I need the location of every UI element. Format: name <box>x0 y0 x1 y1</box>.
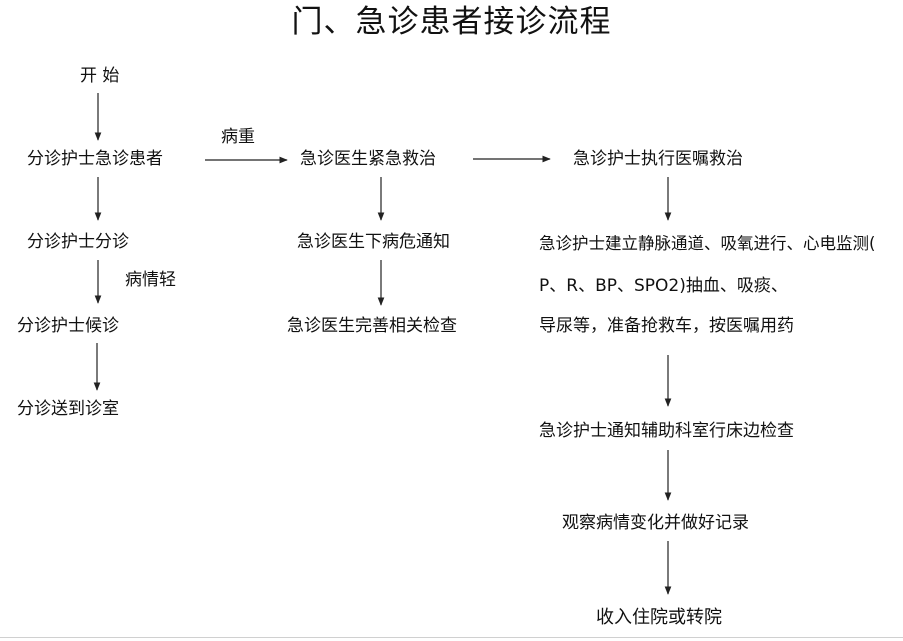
node-complete-exams: 急诊医生完善相关检查 <box>287 316 457 336</box>
node-start: 开 始 <box>80 66 120 86</box>
node-triage-emergency: 分诊护士急诊患者 <box>27 149 163 169</box>
edge-label-severe: 病重 <box>221 127 255 147</box>
node-triage: 分诊护士分诊 <box>27 232 129 252</box>
node-nurse-care-line3: 导尿等，准备抢救车，按医嘱用药 <box>539 316 794 336</box>
node-doctor-rescue: 急诊医生紧急救治 <box>300 149 436 169</box>
node-critical-notice: 急诊医生下病危通知 <box>297 232 450 252</box>
node-nurse-execute: 急诊护士执行医嘱救治 <box>573 149 743 169</box>
node-send-to-room: 分诊送到诊室 <box>17 399 119 419</box>
node-admit-transfer: 收入住院或转院 <box>596 607 722 628</box>
node-bedside-exam: 急诊护士通知辅助科室行床边检查 <box>539 421 794 441</box>
node-observe: 观察病情变化并做好记录 <box>562 513 749 533</box>
node-nurse-care-line1: 急诊护士建立静脉通道、吸氧进行、心电监测( <box>539 234 876 253</box>
edge-label-mild: 病情轻 <box>125 270 176 290</box>
bottom-divider <box>0 637 903 638</box>
page-title: 门、急诊患者接诊流程 <box>291 4 612 40</box>
node-wait: 分诊护士候诊 <box>17 316 119 336</box>
node-nurse-care-line2: P、R、BP、SPO2)抽血、吸痰、 <box>539 276 788 296</box>
